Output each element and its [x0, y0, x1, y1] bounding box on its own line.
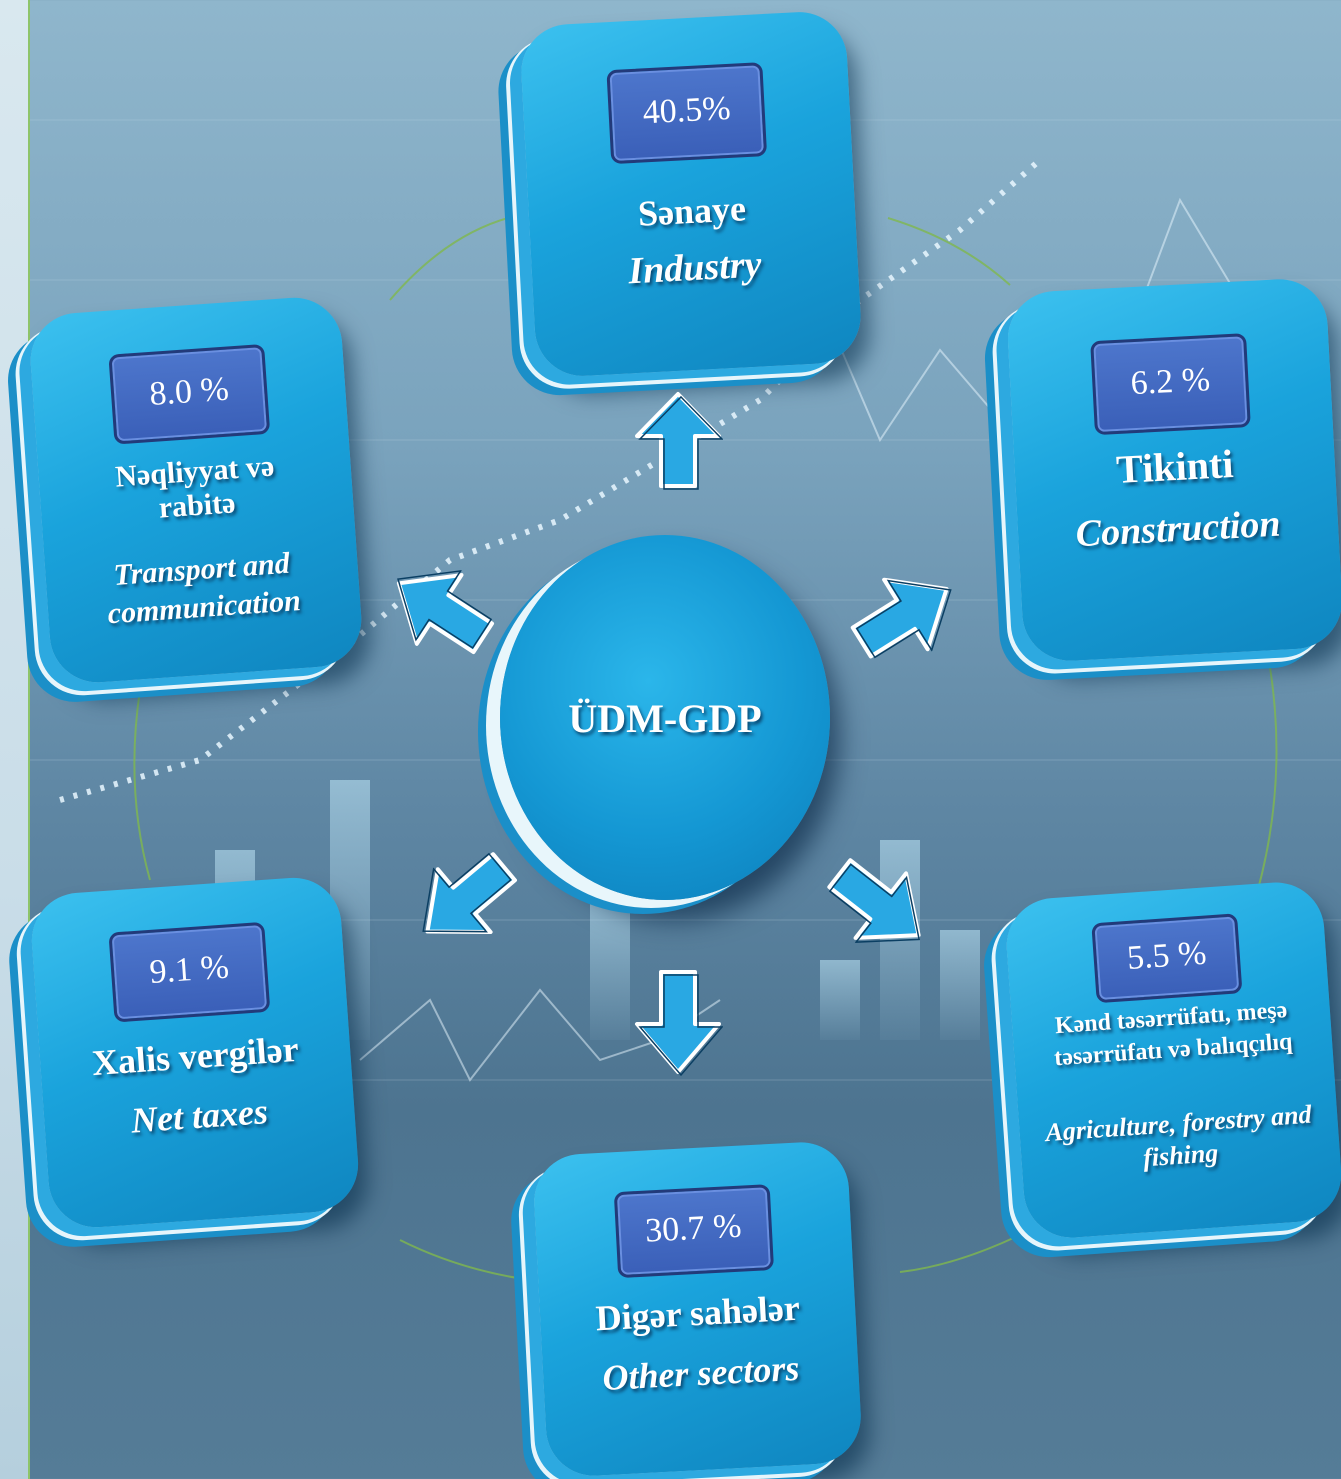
- sector-label-az-transport: Nəqliyyat və rabitə: [114, 449, 276, 525]
- gdp-center-circle: ÜDM-GDP: [500, 535, 830, 900]
- arrow-upper-right-icon: [850, 577, 952, 659]
- percent-badge-other: 30.7 %: [613, 1184, 774, 1279]
- arrow-up-icon: [635, 392, 723, 490]
- sector-label-az-taxes: Xalis vergilər: [90, 1028, 300, 1084]
- gdp-center-label: ÜDM-GDP: [568, 696, 762, 741]
- sector-label-en-agriculture: Agriculture, forestry and fishing: [1044, 1099, 1313, 1173]
- sector-box-taxes: 9.1 % Xalis vergilər Net taxes: [28, 874, 362, 1231]
- left-edge-strip: [0, 0, 30, 1479]
- percent-badge-industry: 40.5%: [606, 62, 768, 165]
- sector-label-az-agriculture: Kənd təsərrüfatı, meşə təsərrüfatı və ba…: [1053, 997, 1294, 1072]
- percent-badge-agriculture: 5.5 %: [1091, 913, 1243, 1004]
- sector-label-en-construction: Construction: [1074, 502, 1282, 556]
- arrow-upper-left-icon: [396, 569, 495, 655]
- sector-box-other: 30.7 % Digər sahələr Other sectors: [531, 1139, 864, 1479]
- sector-box-agriculture: 5.5 % Kənd təsərrüfatı, meşə təsərrüfatı…: [1003, 879, 1341, 1241]
- sector-box-transport: 8.0 % Nəqliyyat və rabitə Transport and …: [27, 294, 365, 686]
- percent-badge-transport: 8.0 %: [108, 343, 271, 445]
- sector-box-industry: 40.5% Sənaye Industry: [519, 9, 863, 379]
- arrow-lower-right-icon: [827, 858, 921, 943]
- arrow-lower-left-icon: [422, 852, 517, 935]
- sector-label-az-construction: Tikinti: [1115, 440, 1235, 493]
- arrow-down-icon: [635, 970, 723, 1077]
- sector-label-az-other: Digər sahələr: [594, 1287, 801, 1339]
- percent-badge-taxes: 9.1 %: [108, 921, 271, 1023]
- sector-label-en-industry: Industry: [627, 243, 763, 293]
- sector-label-en-other: Other sectors: [601, 1347, 801, 1399]
- sector-label-en-transport: Transport and communication: [106, 546, 302, 631]
- sector-label-en-taxes: Net taxes: [129, 1091, 270, 1141]
- percent-badge-construction: 6.2 %: [1090, 333, 1251, 436]
- sector-box-construction: 6.2 % Tikinti Construction: [1005, 276, 1341, 664]
- sector-label-az-industry: Sənaye: [636, 188, 747, 234]
